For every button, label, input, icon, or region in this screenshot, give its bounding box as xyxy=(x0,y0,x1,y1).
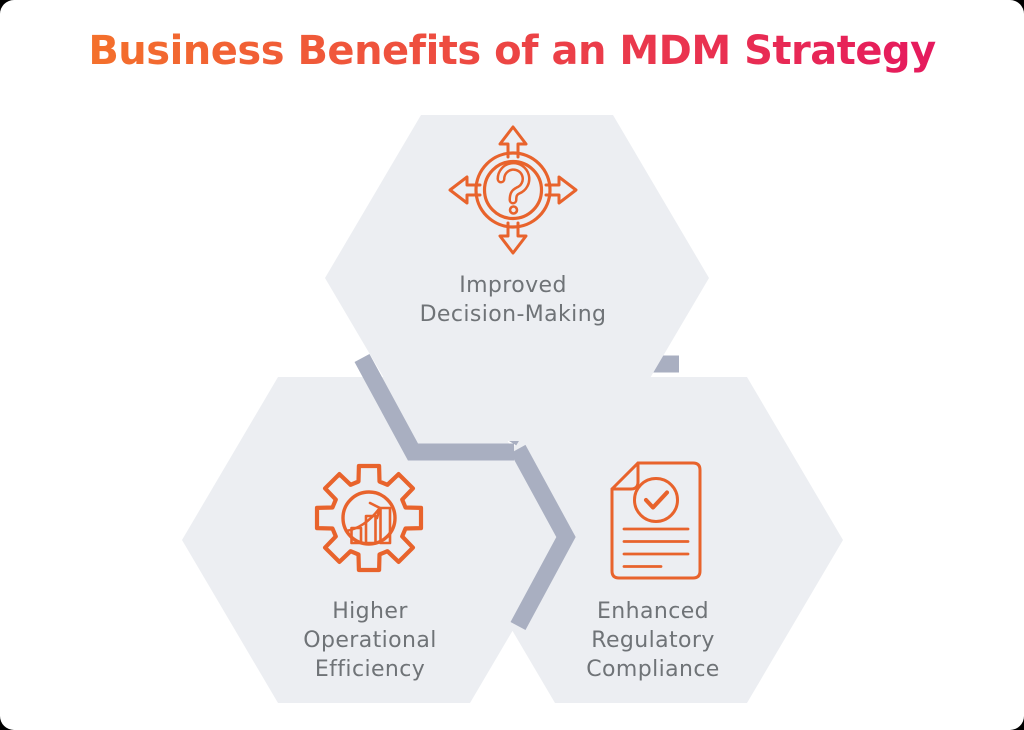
label-line: Operational xyxy=(303,628,437,653)
question-mark-compass-icon xyxy=(448,125,578,255)
gear-outline xyxy=(314,463,424,573)
label-line: Compliance xyxy=(586,657,720,682)
label-line: Improved xyxy=(459,273,567,298)
hexagon-enhanced-regulatory-compliance xyxy=(459,377,843,703)
document-fold xyxy=(610,461,640,491)
label-line: Regulatory xyxy=(591,628,715,653)
document-text-lines xyxy=(622,527,690,568)
connector-left xyxy=(354,353,514,461)
gear-growth-chart-icon xyxy=(314,463,424,573)
hexagon-label-enhanced-regulatory-compliance: Enhanced Regulatory Compliance xyxy=(503,597,803,684)
question-mark xyxy=(496,161,531,215)
hexagon-label-higher-operational-efficiency: Higher Operational Efficiency xyxy=(220,597,520,684)
label-line: Enhanced xyxy=(596,599,709,624)
document-checkmark-icon xyxy=(610,461,702,580)
checkmark xyxy=(643,490,670,510)
label-line: Higher xyxy=(332,599,408,624)
hexagon-improved-decision-making xyxy=(325,115,709,441)
connector-center-chevron xyxy=(510,444,576,631)
growth-arrow xyxy=(344,501,382,533)
check-circle xyxy=(633,477,679,523)
hexagon-label-improved-decision-making: Improved Decision-Making xyxy=(363,271,663,329)
document-outline xyxy=(610,461,702,580)
infographic-title: Business Benefits of an MDM Strategy xyxy=(0,26,1024,76)
direction-arrows xyxy=(448,125,578,255)
label-line: Decision-Making xyxy=(419,302,607,327)
label-line: Efficiency xyxy=(314,657,426,682)
